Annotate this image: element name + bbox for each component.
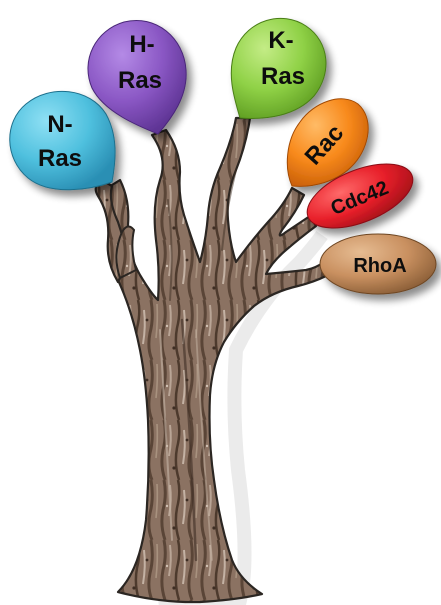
k-ras-teardrop: [230, 17, 327, 119]
node-k-ras: K- Ras: [230, 17, 327, 119]
k-ras-label-line1: K-: [268, 27, 293, 54]
node-cdc42: Cdc42: [306, 163, 414, 229]
node-n-ras: N- Ras: [9, 90, 116, 191]
tree: [94, 116, 328, 605]
n-ras-label-line1: N-: [47, 111, 72, 138]
k-ras-label-line2: Ras: [261, 63, 305, 90]
tree-trunk: [102, 116, 328, 604]
rhoa-oval: [319, 233, 437, 295]
h-ras-label-line1: H-: [129, 31, 154, 58]
rac-teardrop: [286, 98, 369, 187]
n-ras-teardrop: [9, 90, 116, 191]
n-ras-label-line2: Ras: [38, 145, 82, 172]
bark-highlights: [159, 169, 237, 562]
node-h-ras: H- Ras: [87, 20, 187, 135]
h-ras-teardrop: [87, 20, 187, 135]
cdc42-oval: [306, 163, 414, 229]
node-rhoa: RhoA: [319, 233, 437, 295]
rhoa-label: RhoA: [353, 255, 406, 277]
branch-twig-left: [115, 225, 138, 280]
node-rac: Rac: [286, 98, 369, 187]
h-ras-label-line2: Ras: [118, 67, 162, 94]
